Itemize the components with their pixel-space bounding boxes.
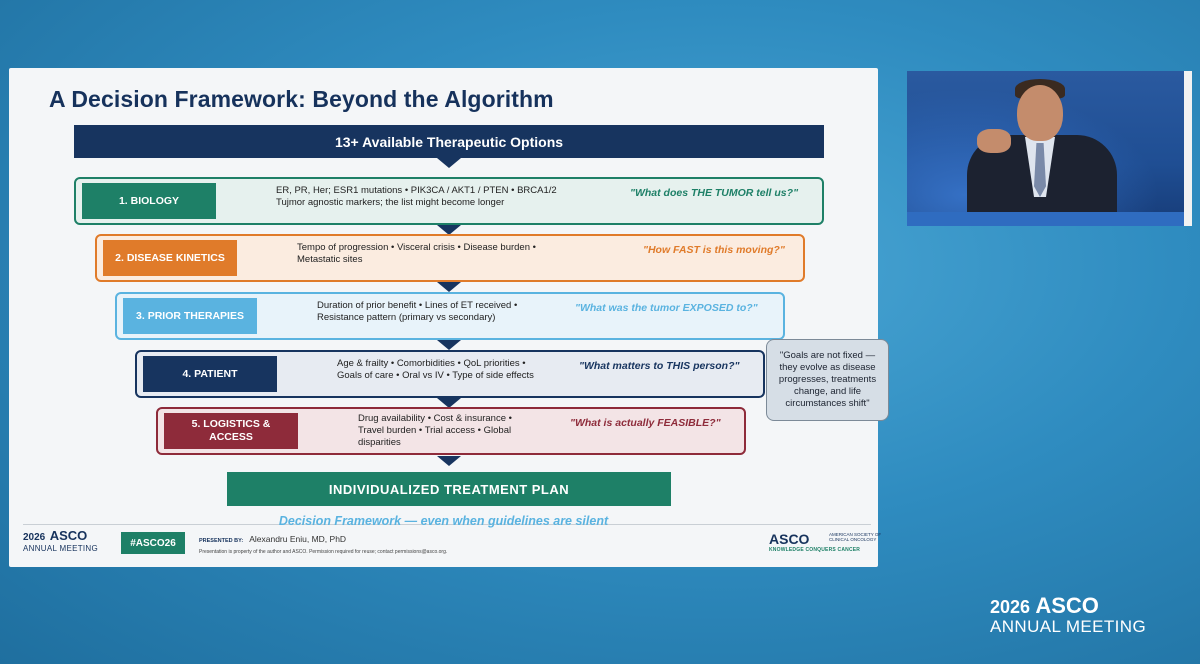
tier-label: 2. DISEASE KINETICS xyxy=(103,240,237,276)
tier-question: "What does THE TUMOR tell us?" xyxy=(630,187,799,199)
tier-disease-kinetics: 2. DISEASE KINETICS Tempo of progression… xyxy=(95,234,805,282)
slide-subtitle: Decision Framework — even when guideline… xyxy=(278,514,609,528)
slide-title: A Decision Framework: Beyond the Algorit… xyxy=(49,86,554,112)
tier-label: 5. LOGISTICS & ACCESS xyxy=(164,413,298,449)
presentation-slide: A Decision Framework: Beyond the Algorit… xyxy=(9,68,889,567)
options-bar: 13+ Available Therapeutic Options xyxy=(74,125,824,158)
tier-description: Age & frailty • Comorbidities • QoL prio… xyxy=(337,358,534,381)
tier-patient: 4. PATIENT Age & frailty • Comorbidities… xyxy=(135,350,765,398)
arrow-down-icon xyxy=(437,340,461,350)
arrow-down-icon xyxy=(437,282,461,292)
arrow-down-icon xyxy=(437,456,461,466)
tier-description: ER, PR, Her; ESR1 mutations • PIK3CA / A… xyxy=(276,185,557,208)
tier-description: Drug availability • Cost & insurance • T… xyxy=(358,413,512,448)
arrow-down-icon xyxy=(437,398,461,408)
speaker-icon xyxy=(1017,85,1063,141)
tier-label: 1. BIOLOGY xyxy=(82,183,216,219)
tier-question: "What is actually FEASIBLE?" xyxy=(570,417,721,429)
footer-divider xyxy=(23,524,871,525)
tier-label: 3. PRIOR THERAPIES xyxy=(123,298,257,334)
asco-society-logo: ASCO AMERICAN SOCIETY OF CLINICAL ONCOLO… xyxy=(769,531,882,553)
asco-corner-logo: 2026 ASCO ANNUAL MEETING xyxy=(990,593,1147,637)
tier-description: Duration of prior benefit • Lines of ET … xyxy=(317,300,518,323)
tier-logistics-access: 5. LOGISTICS & ACCESS Drug availability … xyxy=(156,407,746,455)
presenter-credit: PRESENTED BY:Alexandru Eniu, MD, PhD xyxy=(199,534,347,544)
tier-label: 4. PATIENT xyxy=(143,356,277,392)
asco-meeting-logo: 2026 ASCO ANNUAL MEETING xyxy=(23,528,99,553)
speaker-camera-feed xyxy=(907,71,1192,226)
tier-prior-therapies: 3. PRIOR THERAPIES Duration of prior ben… xyxy=(115,292,785,340)
goals-callout: "Goals are not fixed — they evolve as di… xyxy=(766,339,889,421)
hashtag-badge: #ASCO26 xyxy=(121,532,185,554)
slide-disclaimer: Presentation is property of the author a… xyxy=(199,549,448,555)
treatment-plan-bar: INDIVIDUALIZED TREATMENT PLAN xyxy=(227,472,671,506)
tier-biology: 1. BIOLOGY ER, PR, Her; ESR1 mutations •… xyxy=(74,177,824,225)
tier-question: "How FAST is this moving?" xyxy=(643,244,785,256)
tier-question: "What matters to THIS person?" xyxy=(579,360,740,372)
arrow-down-icon xyxy=(437,158,461,168)
arrow-down-icon xyxy=(437,225,461,235)
tier-question: "What was the tumor EXPOSED to?" xyxy=(575,302,758,314)
tier-description: Tempo of progression • Visceral crisis •… xyxy=(297,242,536,265)
